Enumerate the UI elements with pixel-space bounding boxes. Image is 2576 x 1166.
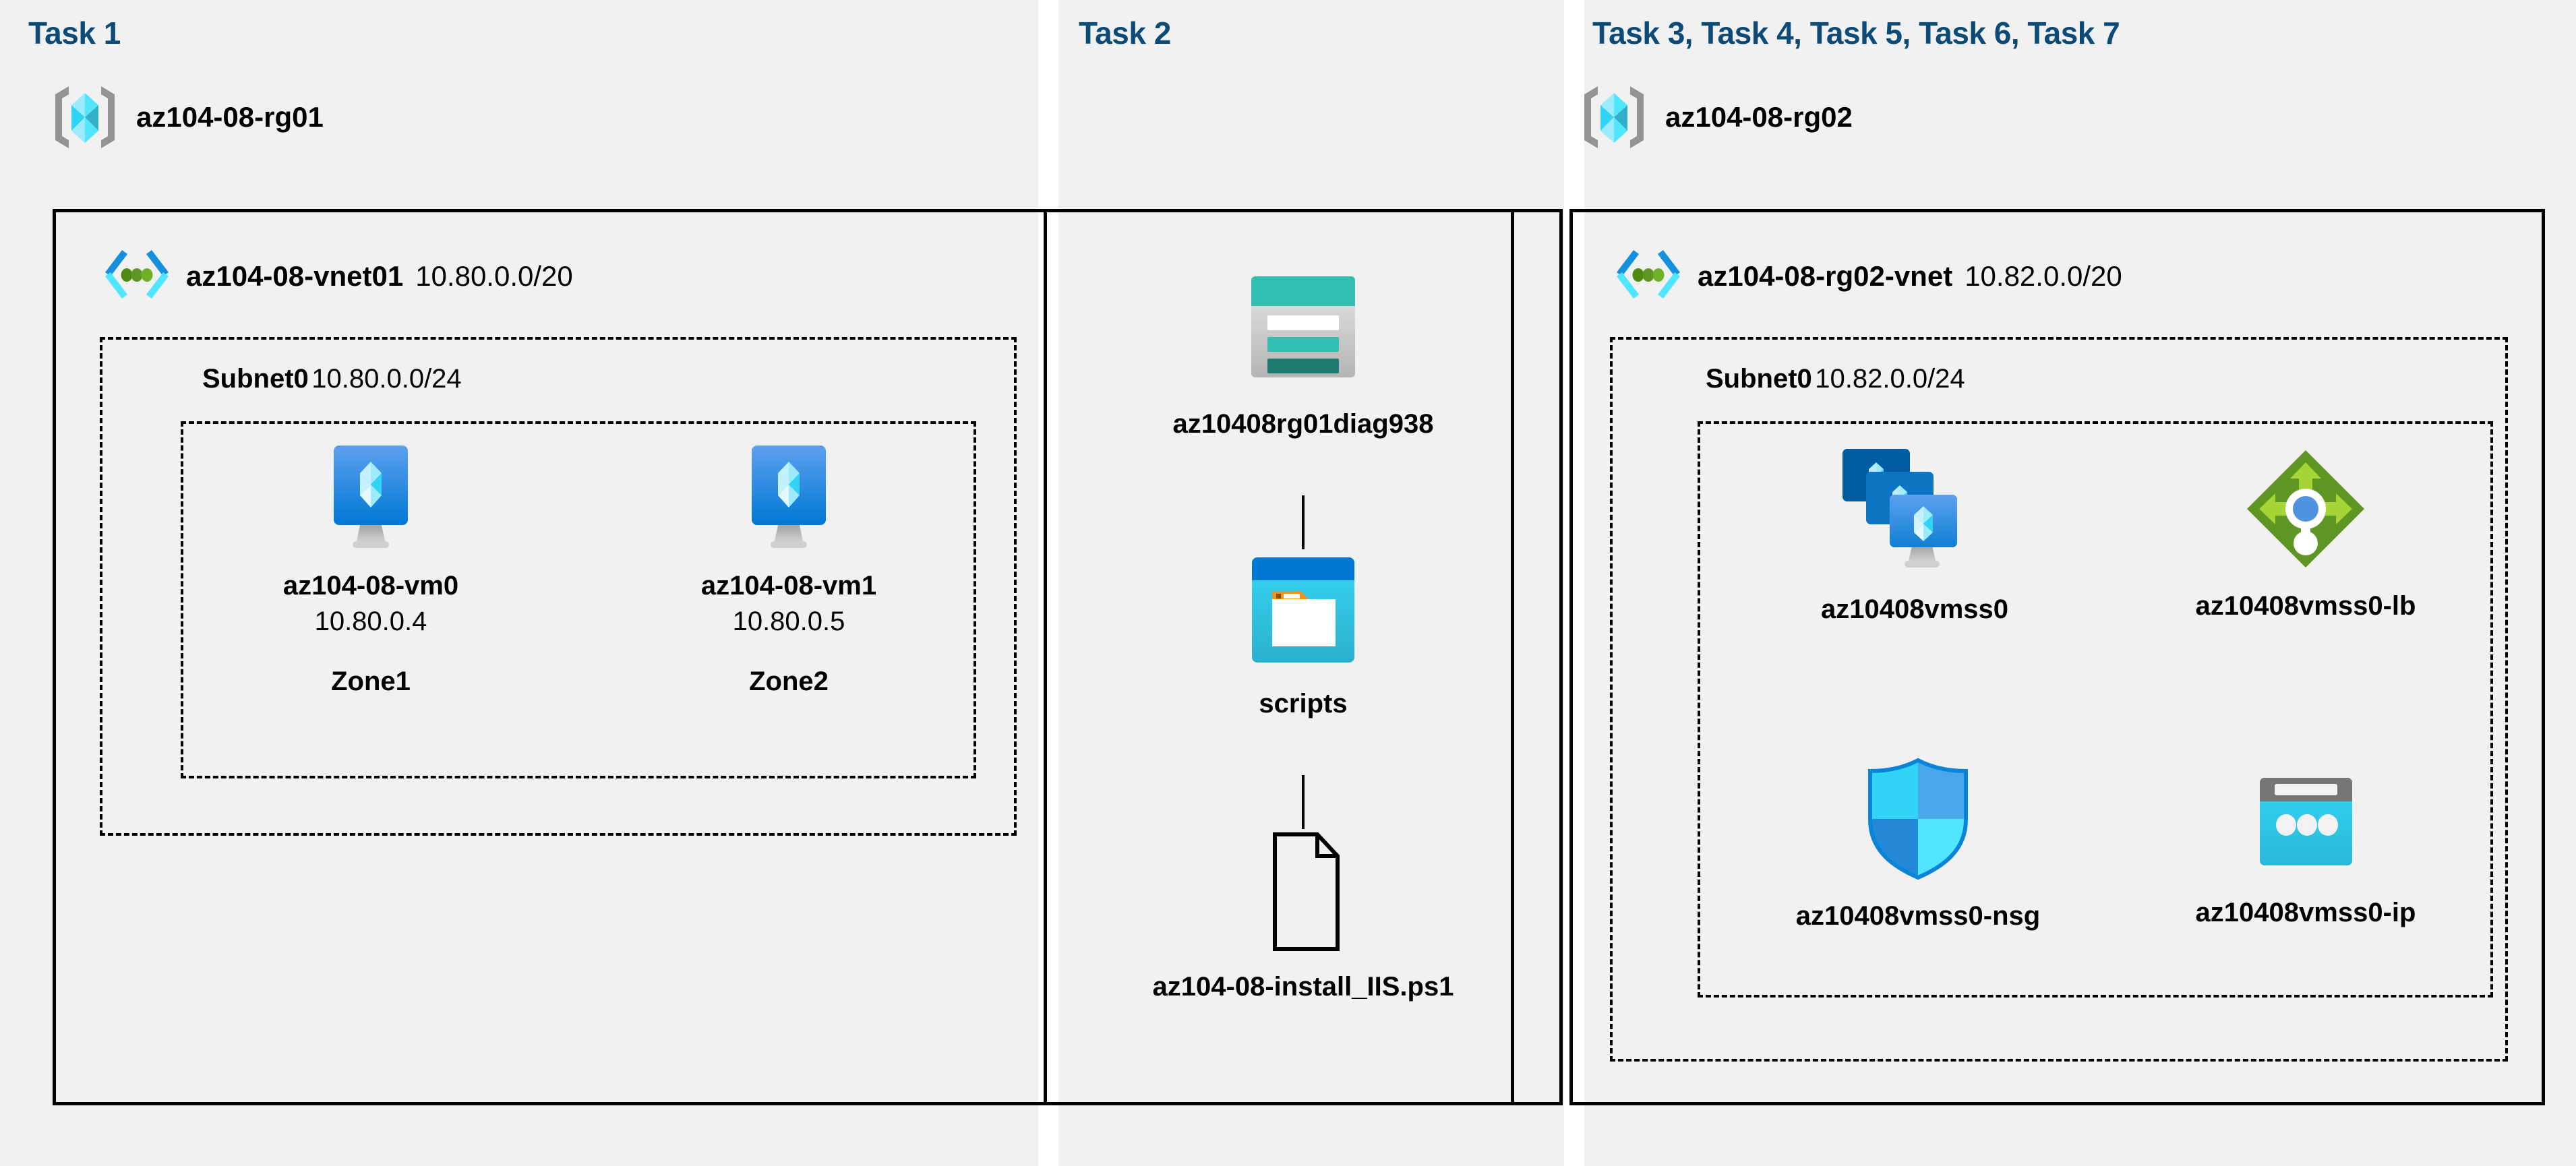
vnet-cidr-vnet01: 10.80.0.0/20 xyxy=(415,260,573,292)
vm1-zone: Zone2 xyxy=(749,667,829,696)
resource-group-row-rg02: az104-08-rg02 xyxy=(1578,81,1853,154)
task-1-heading: Task 1 xyxy=(28,16,121,51)
load-balancer-icon xyxy=(2242,445,2370,573)
load-balancer-name: az10408vmss0-lb xyxy=(2195,591,2416,621)
vm0-name: az104-08-vm0 xyxy=(282,571,459,601)
resource-group-row-rg01: az104-08-rg01 xyxy=(49,81,324,154)
virtual-machine-icon xyxy=(738,441,839,553)
resource-group-inner-boundary-task3 xyxy=(1698,421,2493,998)
node-vm-scale-set: az10408vmss0 xyxy=(1760,445,2070,625)
virtual-network-icon xyxy=(100,246,174,307)
vm1-name: az104-08-vm1 xyxy=(700,571,877,601)
subnet-label-task3: Subnet0 10.82.0.0/24 xyxy=(1706,364,1965,394)
availability-zone-boundary-task1 xyxy=(181,421,976,778)
storage-account-name: az10408rg01diag938 xyxy=(1172,409,1434,439)
resource-group-icon xyxy=(1578,81,1650,154)
vnet-name-vnet01: az104-08-vnet01 xyxy=(186,260,404,292)
node-storage-account: az10408rg01diag938 xyxy=(1168,263,1438,439)
node-script-file: az104-08-install_IIS.ps1 xyxy=(1081,829,1526,1002)
node-vm1: az104-08-vm1 10.80.0.5 Zone2 xyxy=(647,441,930,697)
subnet-boundary-task3 xyxy=(1610,337,2508,1062)
virtual-machine-icon xyxy=(320,441,421,553)
node-load-balancer: az10408vmss0-lb xyxy=(2151,445,2461,621)
blob-container-name: scripts xyxy=(1259,689,1348,718)
task2-boundary xyxy=(1044,209,1563,1105)
storage-account-icon xyxy=(1239,263,1367,391)
subnet-label-task1: Subnet0 10.80.0.0/24 xyxy=(202,364,462,394)
public-ip-address-icon xyxy=(2250,768,2362,880)
resource-group-label-rg01: az104-08-rg01 xyxy=(136,101,324,133)
node-blob-container: scripts xyxy=(1202,549,1404,719)
node-vm0: az104-08-vm0 10.80.0.4 Zone1 xyxy=(229,441,512,697)
node-public-ip-address: az10408vmss0-ip xyxy=(2157,768,2454,928)
task-3-7-heading: Task 3, Task 4, Task 5, Task 6, Task 7 xyxy=(1592,16,2120,51)
task-2-heading: Task 2 xyxy=(1079,16,1171,51)
node-network-security-group: az10408vmss0-nsg xyxy=(1753,755,2083,931)
connector-container-to-file xyxy=(1302,775,1305,829)
vnet-boundary-rg02vnet xyxy=(1569,209,2545,1105)
vm-scale-set-name: az10408vmss0 xyxy=(1820,594,2009,624)
vnet-name-rg02vnet: az104-08-rg02-vnet xyxy=(1698,260,1953,292)
vnet-row-rg02vnet: az104-08-rg02-vnet 10.82.0.0/20 xyxy=(1611,246,2122,307)
panel-task-1 xyxy=(0,0,1038,1166)
resource-group-icon xyxy=(49,81,121,154)
vnet-row-vnet01: az104-08-vnet01 10.80.0.0/20 xyxy=(100,246,573,307)
subnet-boundary-task1 xyxy=(100,337,1017,836)
vm-scale-set-icon xyxy=(1837,445,1992,576)
vnet-cidr-rg02vnet: 10.82.0.0/20 xyxy=(1965,260,2122,292)
subnet-cidr-task1: 10.80.0.0/24 xyxy=(311,364,462,394)
vm0-zone: Zone1 xyxy=(331,667,411,696)
vm0-ip-address: 10.80.0.4 xyxy=(314,607,427,636)
network-security-group-name: az10408vmss0-nsg xyxy=(1795,901,2041,931)
subnet-cidr-task3: 10.82.0.0/24 xyxy=(1815,364,1965,394)
virtual-network-icon xyxy=(1611,246,1685,307)
script-file-name: az104-08-install_IIS.ps1 xyxy=(1152,972,1454,1002)
blob-container-icon xyxy=(1242,549,1364,671)
connector-storage-to-container xyxy=(1302,495,1305,549)
public-ip-address-name: az10408vmss0-ip xyxy=(2195,898,2416,927)
network-security-group-icon xyxy=(1861,755,1975,883)
file-document-icon xyxy=(1253,829,1354,954)
subnet-name-task3: Subnet0 xyxy=(1706,364,1812,394)
panel-task-3 xyxy=(1584,0,2576,1166)
subnet-name-task1: Subnet0 xyxy=(202,364,309,394)
vnet-boundary-vnet01 xyxy=(53,209,1514,1105)
vm1-ip-address: 10.80.0.5 xyxy=(732,607,845,636)
resource-group-label-rg02: az104-08-rg02 xyxy=(1665,101,1853,133)
